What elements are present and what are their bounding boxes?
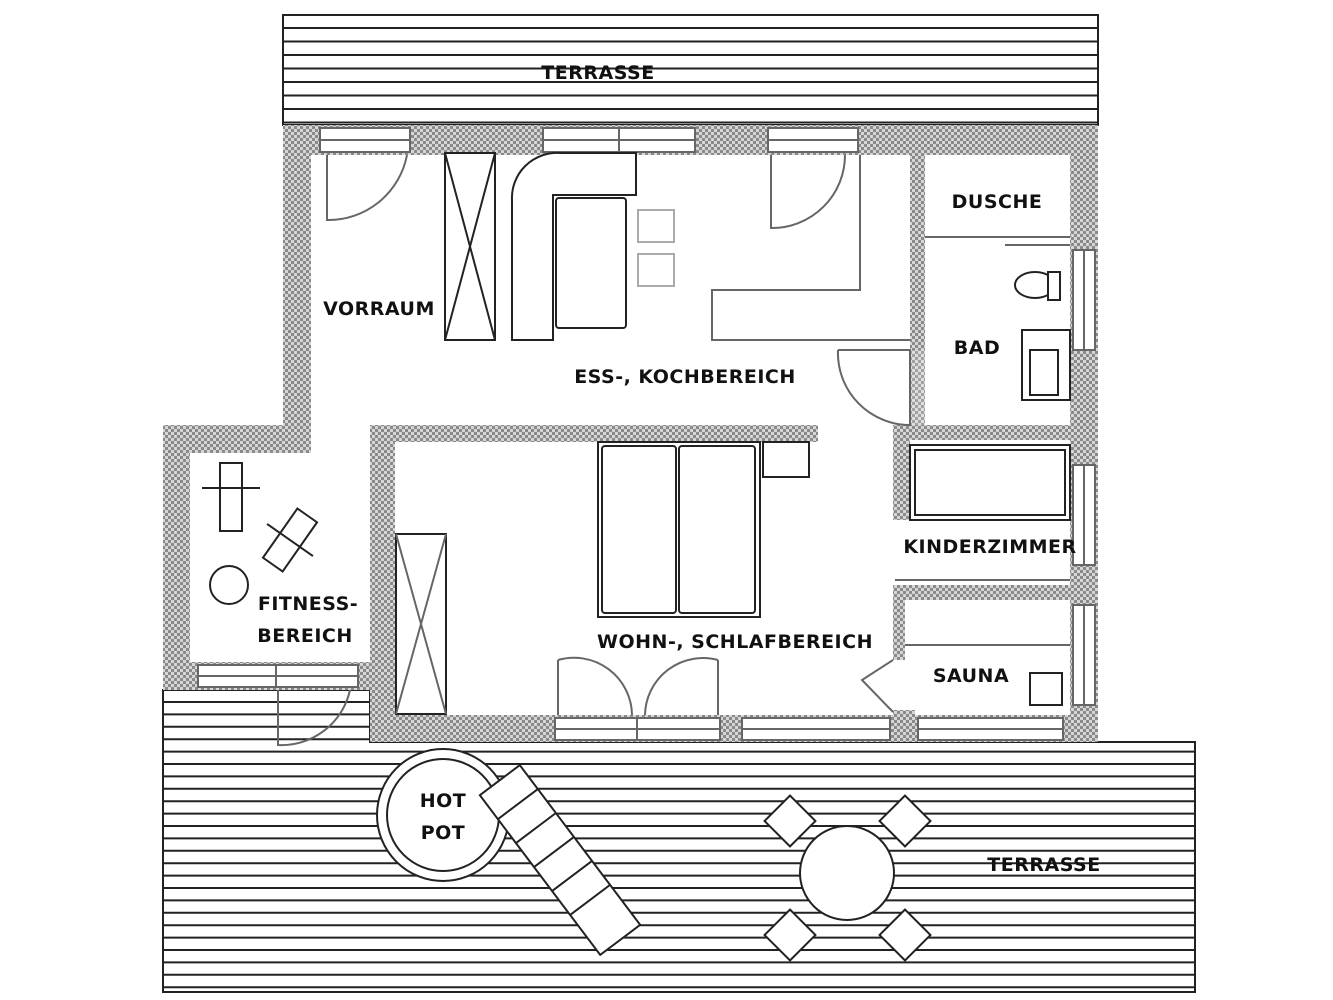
- nightstand: [762, 441, 810, 478]
- label-fitness-1: FITNESS-: [258, 593, 358, 615]
- hot-pot: [376, 748, 642, 957]
- label-kinderzimmer: KINDERZIMMER: [903, 536, 1076, 558]
- dining-table: [555, 197, 627, 329]
- corner-bench: [510, 151, 637, 341]
- label-hotpot-1: HOT: [420, 790, 467, 812]
- doors: [277, 154, 911, 747]
- sauna-oven: [1029, 672, 1063, 706]
- furniture: [202, 151, 1071, 715]
- fitness-ball: [209, 565, 249, 605]
- label-fitness-2: BEREICH: [257, 625, 353, 647]
- patio-table-set: [763, 794, 932, 962]
- windows: [197, 127, 1096, 741]
- terrace-top: [282, 14, 1099, 126]
- label-terrasse-bottom: TERRASSE: [987, 854, 1100, 876]
- label-wohn-schlaf: WOHN-, SCHLAFBEREICH: [597, 631, 873, 653]
- label-terrasse-top: TERRASSE: [541, 62, 654, 84]
- label-vorraum: VORRAUM: [323, 298, 435, 320]
- label-bad: BAD: [954, 337, 1000, 359]
- label-hotpot-2: POT: [421, 822, 466, 844]
- fitness-bench: [219, 462, 243, 532]
- label-dusche: DUSCHE: [952, 191, 1043, 213]
- label-ess-koch: ESS-, KOCHBEREICH: [574, 366, 796, 388]
- label-sauna: SAUNA: [933, 665, 1009, 687]
